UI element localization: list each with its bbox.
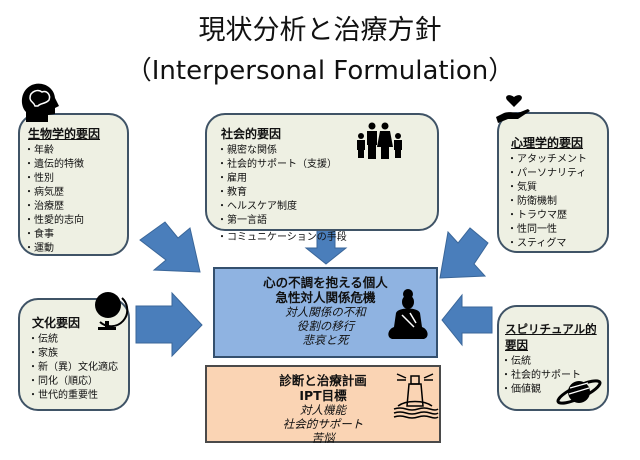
list-item: 運動 [28,242,127,256]
plan-item: 対人機能 [300,403,346,417]
list-item: 伝統 [32,333,128,347]
arrow-psych-to-center [439,227,489,279]
head-brain-icon [21,83,59,122]
social-heading: 社会的要因 [221,127,282,141]
list-item: 同化（順応） [32,375,128,389]
list-item: 価値観 [505,383,607,397]
biological-factors-box: 生物学的要因 年齢 遺伝的特徴 性別 病気歴 治療歴 性愛的志向 食事 運動 [18,113,129,256]
list-item: 伝統 [505,355,607,369]
arrow-bio-to-center [139,221,201,273]
center-item: 悲哀と死 [302,333,349,347]
psychological-factors-box: 心理学的要因 アタッチメント パーソナリティ 気質 防衛機制 トラウマ歴 性同一… [497,112,609,253]
list-item: スティグマ [511,237,607,251]
list-item: 社会的サポート（支援） [221,158,437,172]
plan-item: 苦悩 [311,431,335,445]
diagram-title: 現状分析と治療方針 [198,15,442,46]
list-item: コミュニケーションの手段 [221,231,437,245]
list-item: 第一言語 [221,214,437,228]
plan-line2: IPT目標 [299,388,347,403]
center-line2: 急性対人関係危機 [275,290,376,305]
list-item: 性愛的志向 [28,214,127,228]
family-icon [357,122,402,159]
plan-line1: 診断と治療計画 [279,373,367,388]
list-item: 性同一性 [511,223,607,237]
list-item: 教育 [221,186,437,200]
spiritual-factors-box: スピリチュアル的要因 伝統 社会的サポート 価値観 [497,305,609,411]
plan-item: 社会的サポート [282,417,364,431]
center-item: 役割の移行 [296,319,355,333]
list-item: 防衛機制 [511,195,607,209]
list-item: 新（異）文化適応 [32,361,128,375]
globe-icon [95,292,129,330]
list-item: 病気歴 [28,186,127,200]
list-item: 遺伝的特徴 [28,158,127,172]
spiritual-heading: スピリチュアル的要因 [505,322,597,352]
cultural-heading: 文化要因 [32,316,81,330]
list-item: 治療歴 [28,200,127,214]
list-item: 年齢 [28,144,127,158]
biological-heading: 生物学的要因 [28,127,101,141]
diagram-subtitle: （Interpersonal Formulation） [125,56,515,86]
list-item: パーソナリティ [511,167,607,181]
list-item: 世代的重要性 [32,389,128,403]
buddha-icon [388,289,428,339]
list-item: トラウマ歴 [511,209,607,223]
center-item: 対人関係の不和 [285,305,366,319]
list-item: ヘルスケア制度 [221,200,437,214]
center-line1: 心の不調を抱える個人 [263,275,388,290]
list-item: 社会的サポート [505,369,607,383]
list-item: 雇用 [221,172,437,186]
arrow-spiritual-to-center [441,293,493,347]
arrow-cultural-to-center [135,291,203,358]
list-item: 食事 [28,228,127,242]
list-item: 親密な関係 [221,144,437,158]
list-item: 気質 [511,181,607,195]
list-item: アタッチメント [511,153,607,167]
psychological-heading: 心理学的要因 [511,136,584,150]
list-item: 性別 [28,172,127,186]
cultural-factors-box: 文化要因 伝統 家族 新（異）文化適応 同化（順応） 世代的重要性 [18,298,130,411]
planet-icon [556,379,602,405]
social-factors-box: 社会的要因 親密な関係 社会的サポート（支援） 雇用 教育 ヘルスケア制度 第一… [205,113,439,243]
list-item: 家族 [32,347,128,361]
lighthouse-icon [393,373,439,419]
heart-hand-icon [496,95,530,123]
